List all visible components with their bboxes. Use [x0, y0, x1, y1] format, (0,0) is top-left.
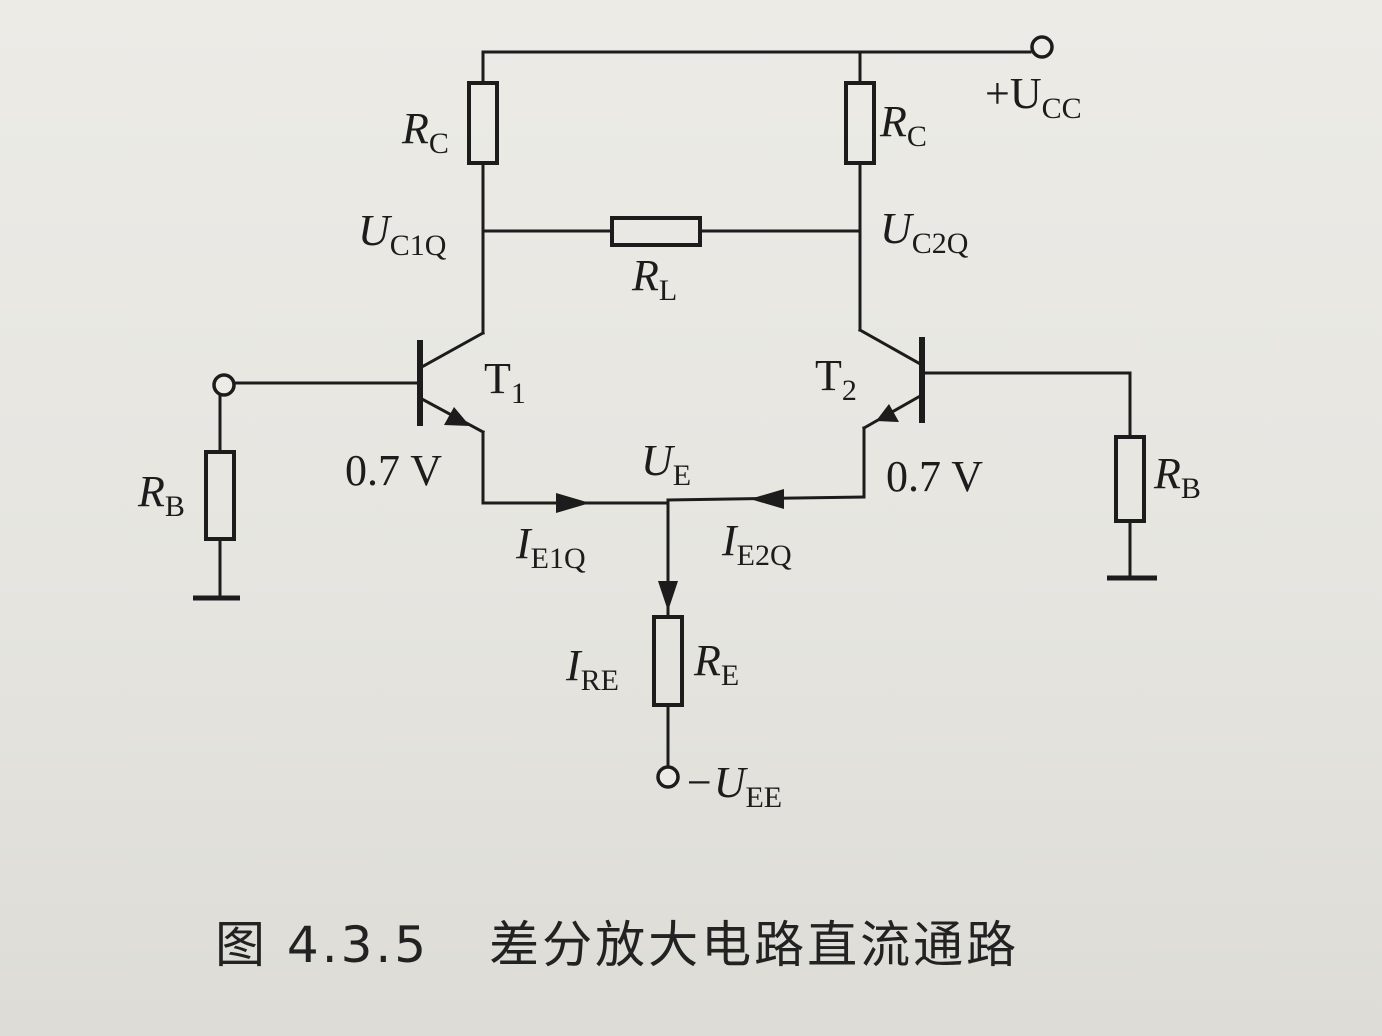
vcc-terminal — [1030, 35, 1054, 59]
resistor-re — [652, 615, 684, 707]
label-ue: UE — [641, 436, 691, 492]
label-rc-right: RC — [879, 97, 927, 153]
label-vcc: +UCC — [985, 69, 1082, 125]
resistor-rb-left — [204, 450, 236, 541]
t1-emitter-arrow — [444, 407, 470, 426]
label-vbe-right: 0.7 V — [886, 452, 983, 501]
wire-t1-collector — [417, 330, 486, 371]
resistor-rc-right — [844, 81, 876, 165]
label-t2: T2 — [815, 351, 857, 407]
label-rb-left: RB — [137, 467, 185, 523]
ie1q-arrow — [556, 493, 590, 513]
resistor-rl — [610, 216, 702, 247]
input-terminal-left — [212, 373, 236, 397]
figure-caption: 图 4.3.5 差分放大电路直流通路 — [215, 905, 1019, 977]
resistor-rb-right — [1114, 435, 1146, 523]
label-rl: RL — [631, 251, 677, 307]
label-ie2q: IE2Q — [721, 516, 792, 572]
label-t1: T1 — [484, 354, 526, 410]
label-rc-left: RC — [401, 104, 449, 160]
label-ie1q: IE1Q — [515, 519, 586, 575]
figure-title: 差分放大电路直流通路 — [489, 916, 1020, 974]
figure-number: 图 4.3.5 — [215, 916, 430, 974]
label-rb-right: RB — [1153, 449, 1201, 505]
label-re: RE — [693, 636, 739, 692]
ie2q-arrow — [750, 489, 784, 509]
vee-terminal — [656, 765, 680, 789]
label-uc2q: UC2Q — [880, 204, 969, 260]
label-uc1q: UC1Q — [358, 206, 447, 262]
t2-emitter-arrow — [876, 404, 899, 422]
label-vee: −UEE — [684, 758, 782, 814]
label-ire: IRE — [565, 641, 619, 697]
wire-t2-collector — [857, 327, 925, 368]
label-vbe-left: 0.7 V — [345, 446, 442, 495]
ire-arrow — [658, 581, 678, 611]
resistor-rc-left — [467, 81, 499, 165]
